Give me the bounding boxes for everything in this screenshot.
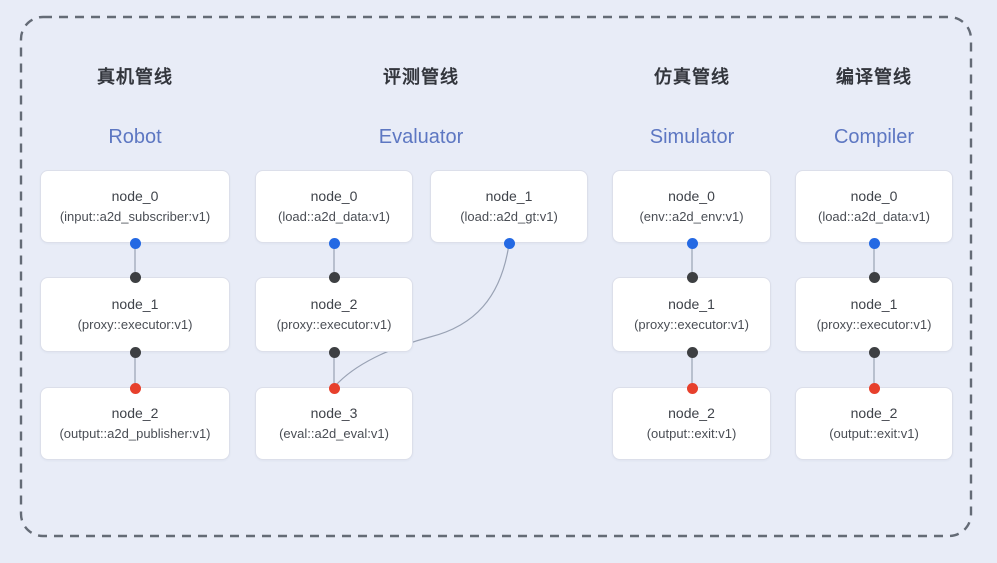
- simulator-output-port-dot-black: [686, 346, 698, 358]
- evaluator-node-1: node_1 (load::a2d_gt:v1): [430, 170, 588, 243]
- node-name: node_2: [111, 405, 159, 421]
- evaluator-input-port-dot-black: [328, 271, 340, 283]
- node-impl: (proxy::executor:v1): [77, 317, 193, 332]
- evaluator-node-0: node_0 (load::a2d_data:v1): [255, 170, 413, 243]
- node-impl: (load::a2d_data:v1): [817, 209, 931, 224]
- compiler-title-zh: 编译管线: [836, 67, 912, 87]
- node-impl: (proxy::executor:v1): [816, 317, 932, 332]
- compiler-node-1: node_1 (proxy::executor:v1): [795, 277, 953, 352]
- node-name: node_2: [850, 405, 898, 421]
- node-impl: (load::a2d_gt:v1): [460, 209, 558, 224]
- compiler-node-2: node_2 (output::exit:v1): [795, 387, 953, 460]
- evaluator-node-2: node_2 (proxy::executor:v1): [255, 277, 413, 352]
- node-name: node_0: [310, 188, 358, 204]
- evaluator-output-port-dot-black: [328, 346, 340, 358]
- compiler-output-port-dot-blue: [868, 237, 880, 249]
- node-name: node_0: [668, 188, 715, 204]
- compiler-input-port-dot-red: [868, 382, 880, 394]
- node-name: node_0: [850, 188, 898, 204]
- robot-node-0: node_0 (input::a2d_subscriber:v1): [40, 170, 230, 243]
- evaluator-output-port-dot-blue: [328, 237, 340, 249]
- robot-output-port-dot-black: [129, 346, 141, 358]
- robot-output-port-dot-blue: [129, 237, 141, 249]
- compiler-output-port-dot-black: [868, 346, 880, 358]
- evaluator-title-en: Evaluator: [378, 126, 464, 148]
- node-name: node_3: [310, 405, 358, 421]
- evaluator-input-port-dot-red: [328, 382, 340, 394]
- robot-input-port-dot-black: [129, 271, 141, 283]
- node-impl: (load::a2d_data:v1): [277, 209, 391, 224]
- simulator-input-port-dot-black: [686, 271, 698, 283]
- robot-node-2: node_2 (output::a2d_publisher:v1): [40, 387, 230, 460]
- simulator-node-0: node_0 (env::a2d_env:v1): [612, 170, 771, 243]
- simulator-node-2: node_2 (output::exit:v1): [612, 387, 771, 460]
- node-name: node_1: [485, 188, 533, 204]
- simulator-input-port-dot-red: [686, 382, 698, 394]
- node-impl: (input::a2d_subscriber:v1): [59, 209, 211, 224]
- node-impl: (proxy::executor:v1): [634, 317, 749, 332]
- simulator-title-zh: 仿真管线: [654, 67, 730, 87]
- simulator-title-en: Simulator: [649, 126, 735, 148]
- node-name: node_2: [668, 405, 715, 421]
- node-name: node_1: [668, 296, 715, 312]
- node-impl: (output::exit:v1): [829, 426, 919, 441]
- evaluator-title-zh: 评测管线: [383, 67, 459, 87]
- robot-input-port-dot-red: [129, 382, 141, 394]
- node-impl: (output::a2d_publisher:v1): [59, 426, 211, 441]
- evaluator-node-3: node_3 (eval::a2d_eval:v1): [255, 387, 413, 460]
- compiler-title-en: Compiler: [833, 126, 915, 148]
- node-impl: (proxy::executor:v1): [276, 317, 392, 332]
- node-impl: (output::exit:v1): [646, 426, 737, 441]
- node-name: node_2: [310, 296, 358, 312]
- node-name: node_1: [850, 296, 898, 312]
- simulator-output-port-dot-blue: [686, 237, 698, 249]
- node-impl: (eval::a2d_eval:v1): [279, 426, 389, 441]
- node-name: node_0: [111, 188, 159, 204]
- node-name: node_1: [111, 296, 159, 312]
- robot-title-zh: 真机管线: [97, 67, 173, 87]
- robot-node-1: node_1 (proxy::executor:v1): [40, 277, 230, 352]
- node-impl: (env::a2d_env:v1): [639, 209, 744, 224]
- compiler-node-0: node_0 (load::a2d_data:v1): [795, 170, 953, 243]
- compiler-input-port-dot-black: [868, 271, 880, 283]
- edge-evaluator-1-3-curve: [336, 243, 510, 385]
- evaluator-gt-output-port-dot-blue: [503, 237, 515, 249]
- robot-title-en: Robot: [108, 126, 162, 148]
- simulator-node-1: node_1 (proxy::executor:v1): [612, 277, 771, 352]
